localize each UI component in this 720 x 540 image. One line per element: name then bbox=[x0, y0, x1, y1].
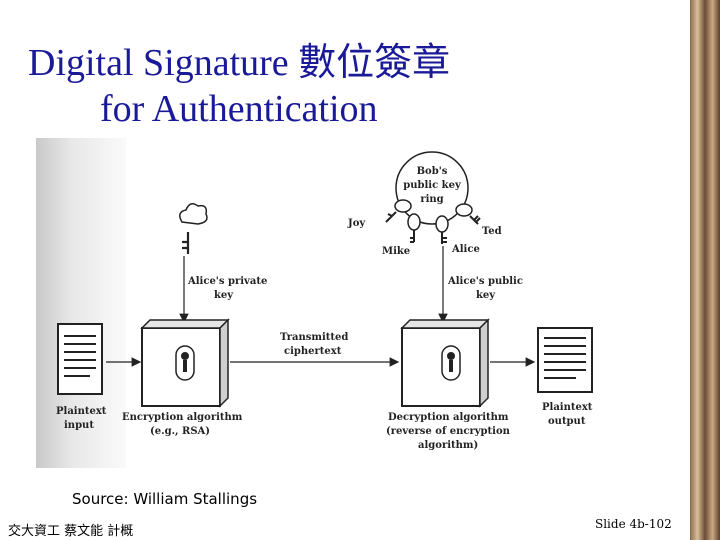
name-ted: Ted bbox=[482, 226, 502, 237]
plaintext-input-document-icon bbox=[57, 323, 103, 395]
encryption-label-2: (e.g., RSA) bbox=[150, 426, 210, 437]
decryption-label-2: (reverse of encryption bbox=[386, 426, 511, 437]
private-key-label-1: Alice's private bbox=[187, 276, 267, 287]
key-ring-label-2: public key bbox=[403, 180, 462, 191]
name-mike: Mike bbox=[382, 246, 410, 257]
plaintext-input-label-2: input bbox=[64, 420, 94, 431]
decryption-lock-icon bbox=[441, 345, 461, 381]
joy-key-icon bbox=[385, 199, 412, 223]
private-key-label-2: key bbox=[214, 290, 234, 301]
key-ring-label-1: Bob's bbox=[417, 166, 448, 177]
public-key-label-1: Alice's public bbox=[447, 276, 523, 287]
authentication-diagram: Bob's public key ring Joy Ted Mike Alice bbox=[36, 138, 626, 468]
transmitted-label-1: Transmitted bbox=[280, 332, 348, 343]
encryption-box bbox=[140, 318, 230, 408]
diagram-svg: Bob's public key ring Joy Ted Mike Alice bbox=[56, 151, 593, 451]
decryption-box bbox=[400, 318, 490, 408]
encryption-label-1: Encryption algorithm bbox=[122, 412, 243, 423]
transmitted-label-2: ciphertext bbox=[284, 346, 342, 357]
slide-number: Slide 4b-102 bbox=[595, 517, 672, 531]
title-line-2: for Authentication bbox=[100, 88, 378, 130]
ted-key-icon bbox=[455, 203, 481, 225]
footer-course-label: 交大資工 蔡文能 計概 bbox=[8, 524, 134, 539]
slide-title: Digital Signature 數位簽章 for Authenticatio… bbox=[28, 40, 628, 132]
name-joy: Joy bbox=[347, 218, 366, 229]
plaintext-output-label-2: output bbox=[548, 416, 586, 427]
mike-key-icon bbox=[407, 213, 421, 243]
encryption-lock-icon bbox=[175, 345, 195, 381]
plaintext-output-document-icon bbox=[537, 327, 593, 393]
decryption-label-1: Decryption algorithm bbox=[388, 412, 509, 423]
alice-key-icon bbox=[435, 215, 449, 244]
decryption-label-3: algorithm) bbox=[418, 440, 478, 451]
plaintext-input-label-1: Plaintext bbox=[56, 406, 107, 417]
name-alice: Alice bbox=[451, 244, 480, 255]
source-caption: Source: William Stallings bbox=[72, 490, 258, 508]
decorative-side-strip bbox=[690, 0, 720, 540]
key-ring-circle bbox=[395, 151, 469, 225]
title-line-1: Digital Signature 數位簽章 bbox=[28, 42, 451, 84]
plaintext-output-label-1: Plaintext bbox=[542, 402, 593, 413]
public-key-label-2: key bbox=[476, 290, 496, 301]
private-key-icon bbox=[179, 203, 208, 254]
scanned-page-edge bbox=[36, 138, 126, 468]
key-ring-label-3: ring bbox=[420, 194, 443, 205]
